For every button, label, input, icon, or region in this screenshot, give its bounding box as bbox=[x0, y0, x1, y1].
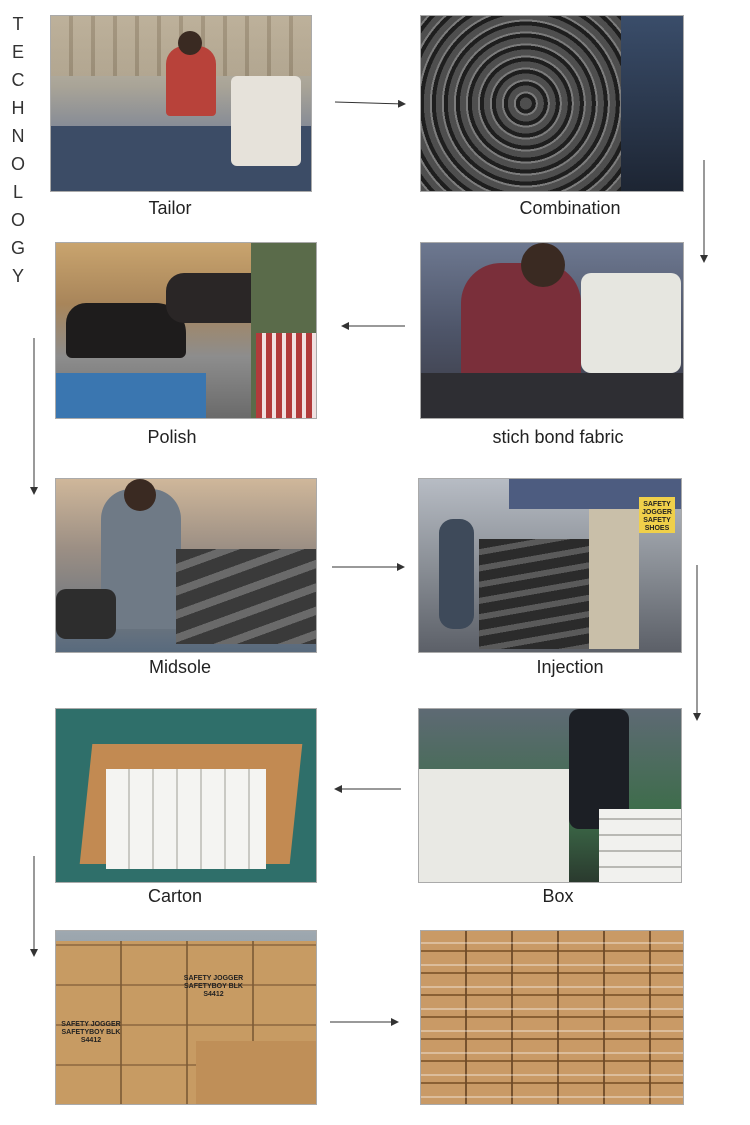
caption-midsole: Midsole bbox=[148, 657, 212, 677]
side-title-letter: N bbox=[11, 126, 25, 146]
photo-carton bbox=[55, 708, 317, 883]
side-title-letter: T bbox=[12, 14, 24, 34]
caption-combination: Combination bbox=[519, 198, 621, 218]
side-title-letter: O bbox=[10, 154, 25, 174]
caption-carton: Carton bbox=[147, 886, 203, 906]
caption-injection: Injection bbox=[536, 657, 604, 677]
photo-box bbox=[418, 708, 682, 883]
photo-polish bbox=[55, 242, 317, 419]
arrow-tailor-to-combination bbox=[334, 99, 406, 108]
photo-tailor bbox=[50, 15, 312, 192]
side-title-letter: O bbox=[10, 210, 25, 230]
photo-injection: SAFETY JOGGER SAFETY SHOES bbox=[418, 478, 682, 653]
caption-tailor: Tailor bbox=[148, 198, 192, 218]
photo-warehouse-cartons bbox=[420, 930, 684, 1105]
side-title-letter: G bbox=[10, 238, 25, 258]
sign-safety-jogger: SAFETY JOGGER SAFETY SHOES bbox=[642, 501, 672, 532]
photo-midsole bbox=[55, 478, 317, 653]
caption-box: Box bbox=[542, 886, 574, 906]
side-title-letter: C bbox=[11, 70, 25, 90]
photo-combination bbox=[420, 15, 684, 192]
caption-stich-bond-fabric: stich bond fabric bbox=[492, 427, 624, 447]
side-title-letter: E bbox=[11, 42, 24, 62]
side-title-letter: H bbox=[11, 98, 25, 118]
photo-stich-bond-fabric bbox=[420, 242, 684, 419]
caption-polish: Polish bbox=[147, 427, 197, 447]
side-title-letter: L bbox=[12, 182, 23, 202]
side-title-letter: Y bbox=[11, 266, 24, 286]
